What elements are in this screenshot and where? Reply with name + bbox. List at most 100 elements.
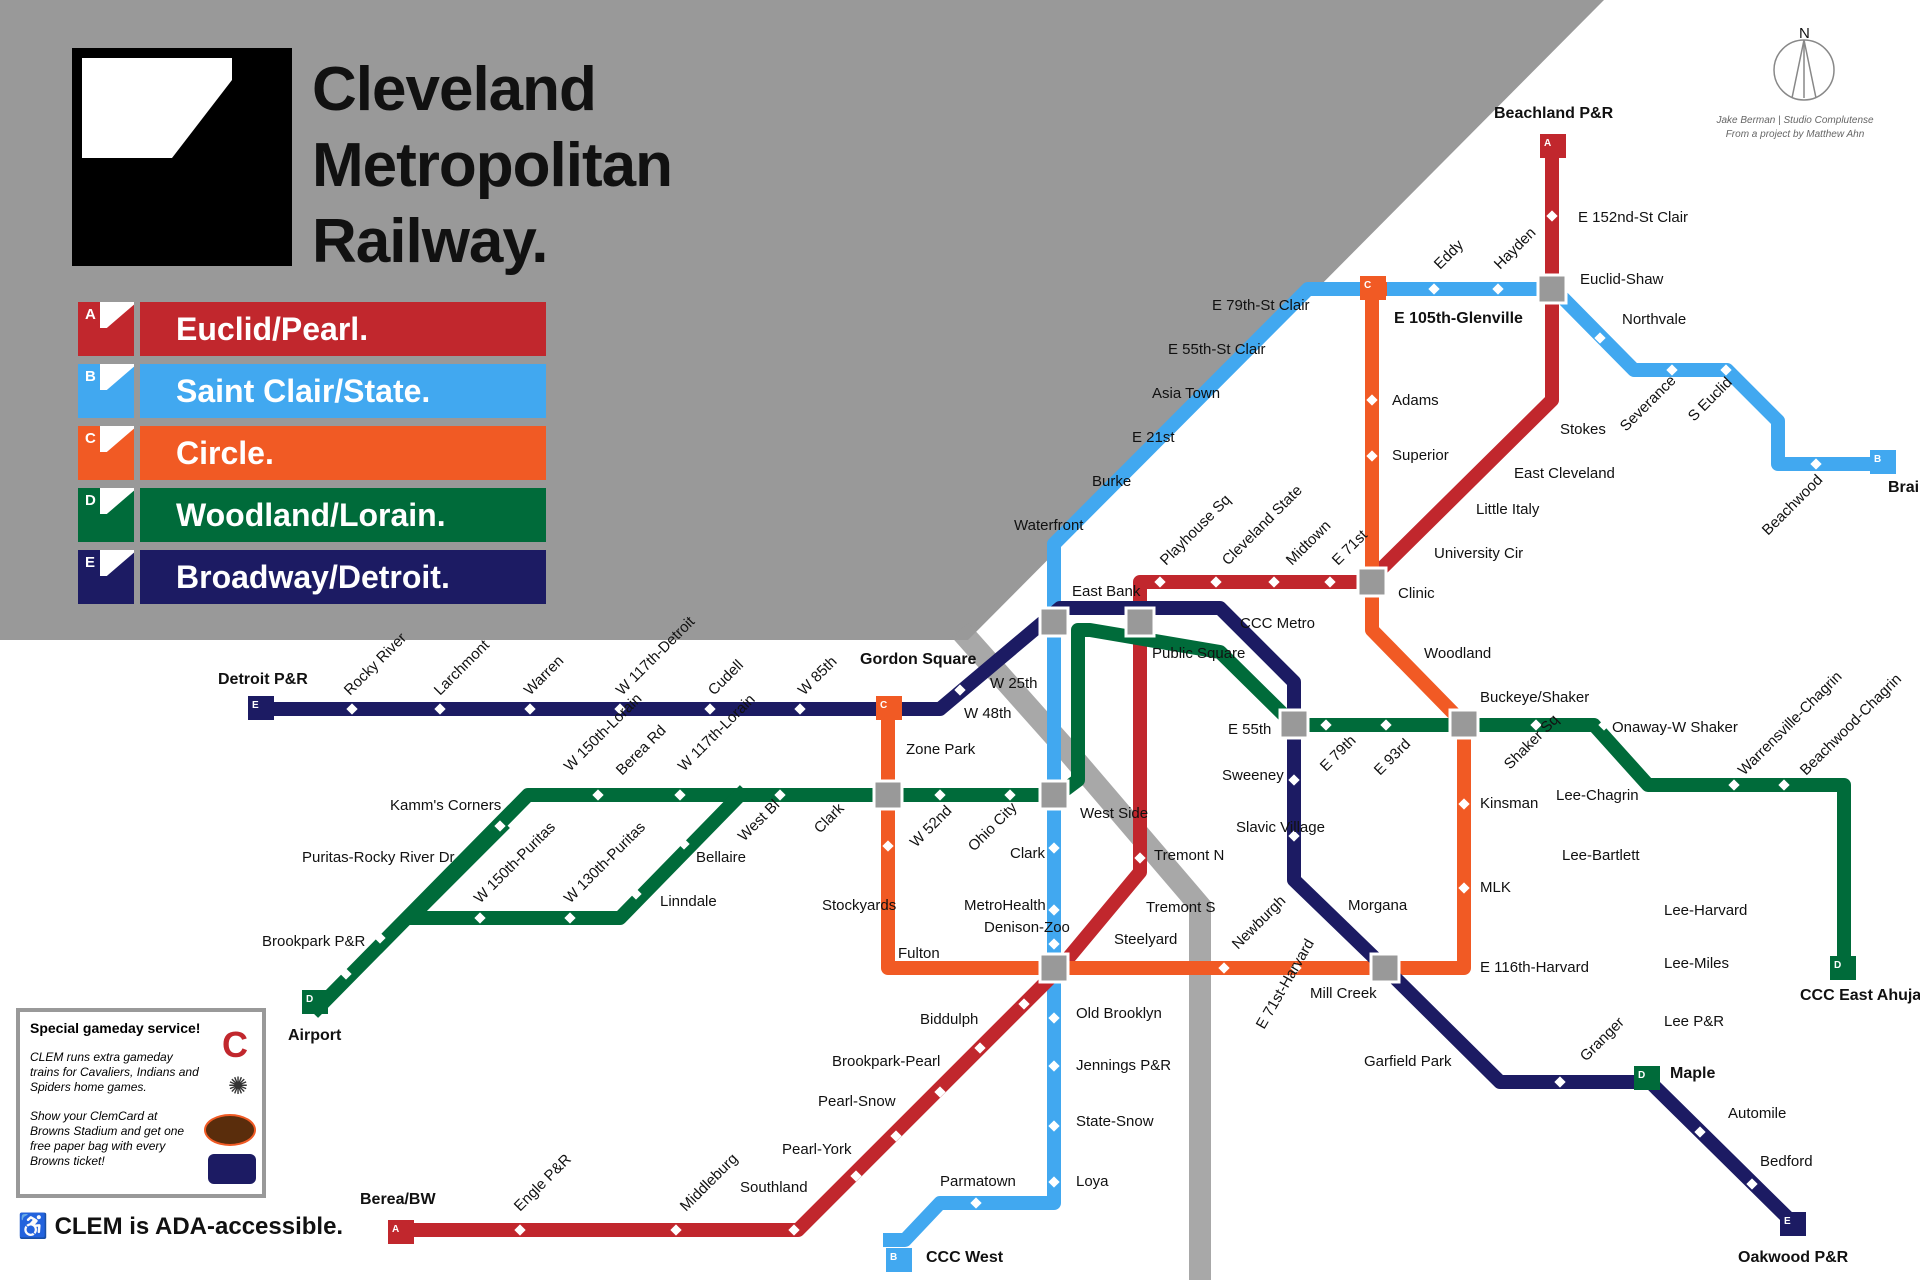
station-dot — [1048, 904, 1060, 916]
station-beachwood: Beachwood — [1759, 471, 1826, 538]
station-ccc-metro: CCC Metro — [1240, 615, 1315, 632]
station-dot — [1088, 540, 1100, 552]
station-brookpark-pr: Brookpark P&R — [262, 933, 366, 950]
terminal-badge-detroit: E — [248, 696, 274, 720]
credits-author: Jake Berman | Studio Complutense — [1716, 115, 1874, 126]
station-newburgh: Newburgh — [1229, 892, 1289, 952]
station-dot — [890, 1130, 902, 1142]
station-dot — [1642, 852, 1654, 864]
line-letter: B — [85, 368, 96, 385]
station-e116: E 116th-Harvard — [1480, 959, 1589, 976]
line-name: Saint Clair/State. — [140, 364, 546, 418]
station-clinic: Clinic — [1398, 585, 1435, 602]
station-dot — [974, 1042, 986, 1054]
terminal-badge-e105: C — [1360, 276, 1386, 300]
station-dot — [704, 703, 716, 715]
terminal-badge-berea: A — [388, 1220, 414, 1244]
station-steelyard: Steelyard — [1114, 931, 1177, 948]
svg-text:A: A — [1544, 138, 1551, 149]
station-clark-w: Clark — [811, 800, 848, 837]
station-dot — [592, 789, 604, 801]
station-dot — [934, 1086, 946, 1098]
station-slavic: Slavic Village — [1236, 819, 1325, 836]
station-dot — [1810, 458, 1822, 470]
station-stockyards: Stockyards — [822, 897, 896, 914]
station-lee-harvard: Lee-Harvard — [1664, 902, 1747, 919]
station-e55: E 55th — [1228, 721, 1271, 738]
station-s-euclid: S Euclid — [1685, 374, 1736, 425]
station-ccc-west: CCC West — [926, 1249, 1004, 1266]
station-engle: Engle P&R — [511, 1151, 575, 1215]
svg-text:B: B — [1874, 454, 1881, 465]
accessibility-icon: ♿ — [18, 1213, 48, 1240]
station-dot — [1268, 576, 1280, 588]
station-e79sc: E 79th-St Clair — [1212, 297, 1310, 314]
station-dot — [1262, 364, 1274, 376]
station-lee-chagrin: Lee-Chagrin — [1556, 787, 1639, 804]
station-midtown: Midtown — [1283, 517, 1335, 569]
terminal-badge-brainard: B — [1870, 450, 1896, 474]
terminal-badge-ccc-east: D — [1830, 956, 1856, 980]
station-brainard: Brainard P&R — [1888, 479, 1920, 496]
station-little-italy: Little Italy — [1476, 501, 1540, 518]
station-west-bl: West Bl — [735, 796, 783, 844]
station-dot — [1414, 544, 1426, 556]
station-oakwood: Oakwood P&R — [1738, 1249, 1849, 1266]
svg-text:E: E — [1784, 1216, 1791, 1227]
credits-from: From a project by Matthew Ahn — [1725, 129, 1865, 140]
station-superior: Superior — [1392, 447, 1449, 464]
station-southland: Southland — [740, 1179, 808, 1196]
station-dot — [346, 703, 358, 715]
station-dot — [788, 1224, 800, 1236]
station-dot — [1778, 779, 1790, 791]
station-fulton: Fulton — [898, 945, 940, 962]
station-northvale: Northvale — [1622, 311, 1686, 328]
station-granger: Granger — [1577, 1014, 1628, 1065]
line-badge: B — [78, 364, 134, 418]
station-euclid-shaw: Euclid-Shaw — [1580, 271, 1664, 288]
station-berea-rd: Berea Rd — [613, 722, 670, 779]
station-dot — [1134, 852, 1146, 864]
station-dot — [1458, 798, 1470, 810]
station-dot — [670, 1224, 682, 1236]
station-maple: Maple — [1670, 1065, 1715, 1082]
station-dot — [1746, 1178, 1758, 1190]
station-dot — [882, 840, 894, 852]
station-dot — [1288, 774, 1300, 786]
line-badge: D — [78, 488, 134, 542]
station-dot — [1018, 998, 1030, 1010]
station-metrohealth: MetroHealth — [964, 897, 1046, 914]
compass-icon — [1773, 39, 1835, 101]
station-dot — [1290, 962, 1302, 974]
line-d — [308, 623, 1851, 1018]
station-hayden: Hayden — [1491, 224, 1540, 273]
station-e93: E 93rd — [1371, 736, 1414, 779]
station-larchmont: Larchmont — [431, 636, 494, 699]
station-beachwood-chagrin: Beachwood-Chagrin — [1797, 671, 1905, 779]
station-dot — [934, 789, 946, 801]
station-dot — [1174, 454, 1186, 466]
station-w48: W 48th — [964, 705, 1012, 722]
station-dot — [1530, 719, 1542, 731]
station-kamms: Kamm's Corners — [390, 797, 501, 814]
station-dot — [1666, 364, 1678, 376]
station-university: University Cir — [1434, 545, 1523, 562]
terminal-badge-oakwood: E — [1780, 1212, 1806, 1236]
line-c — [881, 282, 1471, 975]
station-dot — [902, 886, 914, 898]
station-waterfront: Waterfront — [1014, 517, 1084, 534]
ada-text: CLEM is ADA-accessible. — [54, 1213, 344, 1240]
station-dot — [1598, 719, 1610, 731]
station-dot — [494, 820, 506, 832]
station-denison: Denison-Zoo — [984, 919, 1070, 936]
station-dot — [970, 1197, 982, 1209]
station-dot — [1218, 962, 1230, 974]
svg-text:D: D — [306, 994, 313, 1005]
station-jennings: Jennings P&R — [1076, 1057, 1171, 1074]
station-dot — [1728, 779, 1740, 791]
svg-text:C: C — [1364, 280, 1371, 291]
station-dot — [1454, 506, 1466, 518]
